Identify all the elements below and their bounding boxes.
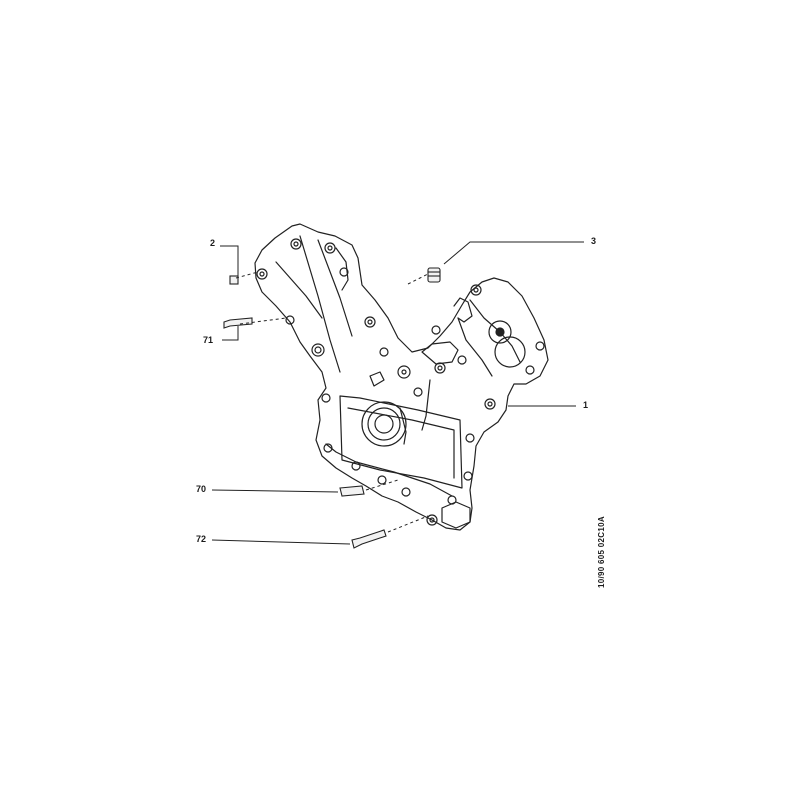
part-3-plug [427,267,441,283]
callout-72: 72 [196,534,207,544]
wire-left [399,407,407,445]
leader-3 [443,241,584,265]
callout-2: 2 [210,238,216,248]
leader-72 [211,539,351,545]
callout-3: 3 [591,236,597,246]
pump-boss [488,320,512,344]
callout-70: 70 [196,484,207,494]
arm-rib [335,247,349,291]
callout-71: 71 [203,335,214,345]
pump-shaft [495,327,505,337]
wire-right [421,379,431,431]
diag-rib [275,261,323,319]
pipe-fitting [453,297,473,323]
part-71-bolt [223,317,253,329]
leader-2 [220,245,239,276]
upper-rib-2 [317,239,353,337]
part-72-bolt [351,529,387,549]
crank-seal-inner [367,407,401,441]
callout-1: 1 [583,400,589,410]
pump-ring [494,336,526,368]
leader-71 [222,326,239,341]
drawing-code: 10/90 605 02C10A [597,516,606,588]
bracket-link [421,341,459,365]
lower-step [325,443,453,497]
lower-panel-inner [347,407,455,479]
upper-rib [299,235,341,373]
sensor [369,371,385,387]
part-2-screw [229,275,239,285]
part-70-pin [339,485,365,497]
crank-seal-core [374,414,394,434]
crank-seal-outer [361,401,407,447]
leader-70 [211,489,339,493]
housing-outline [254,223,549,531]
right-arm-rib-2 [457,317,493,377]
lower-lug [441,501,471,529]
